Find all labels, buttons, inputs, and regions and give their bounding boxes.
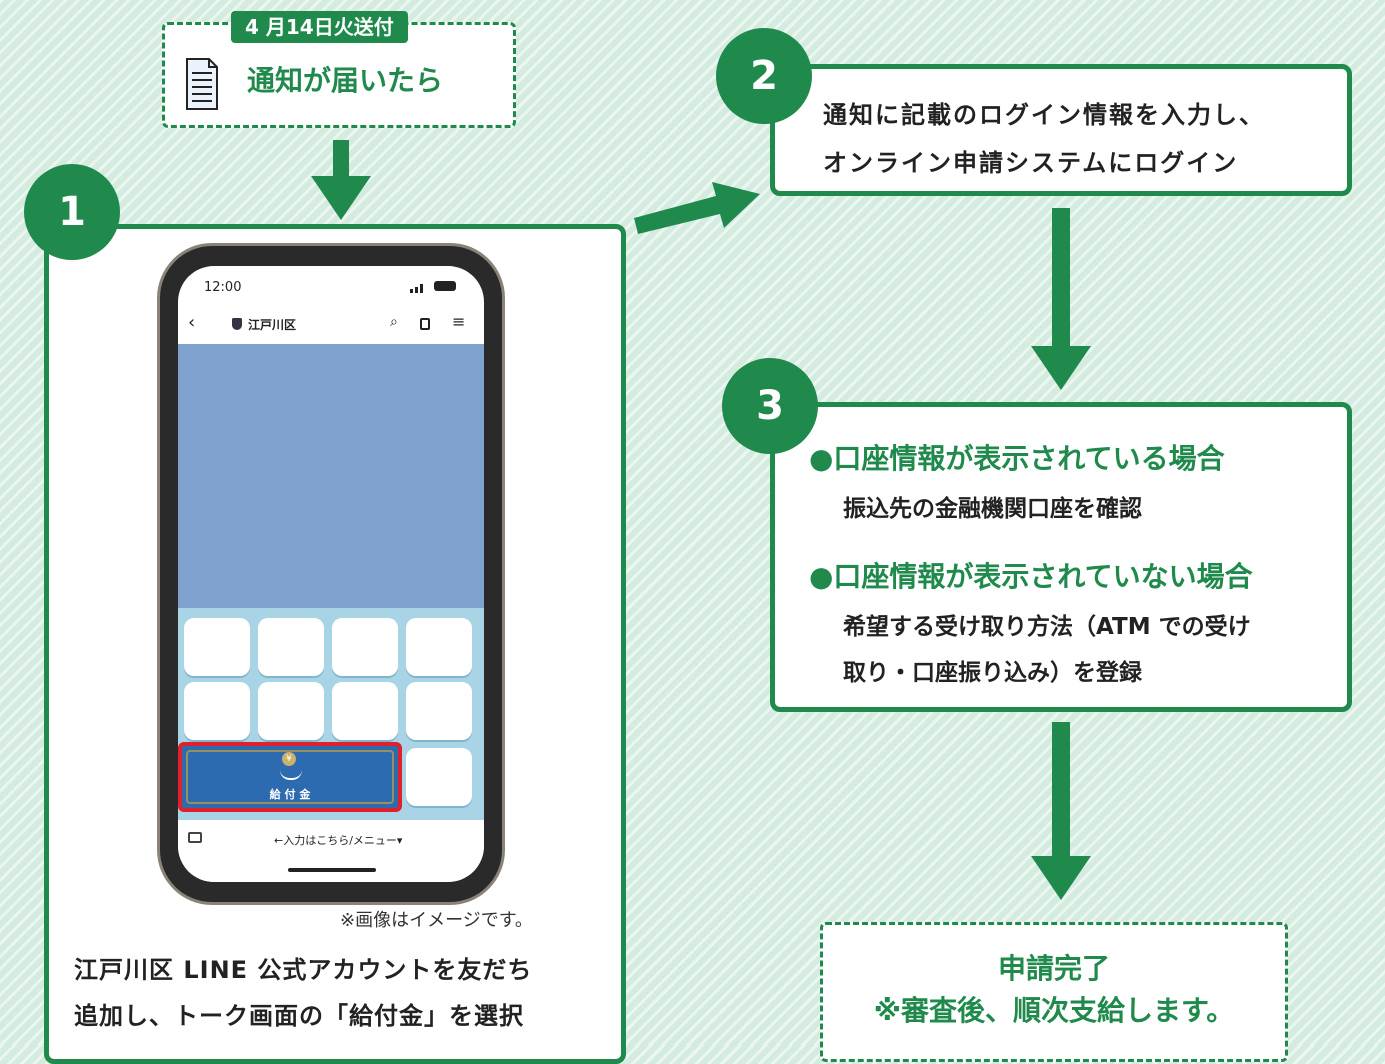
phone-screen: 12:00 ‹ 江戸川区 ⌕ ≡ ¥	[178, 266, 484, 882]
completion-box: 申請完了 ※審査後、順次支給します。	[820, 922, 1288, 1062]
chat-header: ‹ 江戸川区 ⌕ ≡	[178, 306, 484, 344]
back-chevron-icon[interactable]: ‹	[188, 312, 196, 333]
menu-tile[interactable]	[332, 682, 398, 740]
step3-box: ●口座情報が表示されている場合 振込先の金融機関口座を確認 ●口座情報が表示され…	[770, 402, 1352, 712]
notice-box: 4 月14日火送付 通知が届いたら	[162, 11, 516, 128]
benefit-button[interactable]: ¥ 給 付 金	[178, 742, 402, 812]
menu-tile[interactable]	[406, 748, 472, 806]
step2-number: 2	[716, 28, 812, 124]
step1-number: 1	[24, 164, 120, 260]
menu-tile[interactable]	[406, 618, 472, 676]
case2-title: ●口座情報が表示されていない場合	[809, 560, 1253, 593]
search-icon[interactable]: ⌕	[390, 314, 398, 330]
status-bar: 12:00	[178, 266, 484, 306]
shield-icon	[232, 318, 242, 330]
arrow-to-step2	[632, 180, 764, 240]
account-name: 江戸川区	[248, 318, 297, 332]
benefit-label: 給 付 金	[269, 788, 311, 801]
step1-text-line2: 追加し、トーク画面の「給付金」を選択	[74, 1002, 524, 1030]
arrow-down-3	[1052, 722, 1070, 858]
battery-icon	[434, 281, 456, 291]
chat-area	[178, 344, 484, 608]
list-icon[interactable]	[420, 318, 430, 330]
case2-body-line2: 取り・口座振り込み）を登録	[843, 660, 1142, 686]
signal-icon	[410, 282, 426, 297]
menu-tile[interactable]	[406, 682, 472, 740]
date-tag: 4 月14日火送付	[231, 11, 408, 43]
arrow-head-3	[1031, 856, 1091, 900]
status-time: 12:00	[204, 280, 242, 295]
completion-line2: ※審査後、順次支給します。	[873, 994, 1235, 1027]
input-bar: ←入力はこちら/メニュー▾	[178, 820, 484, 882]
notice-label: 通知が届いたら	[247, 64, 444, 97]
menu-icon[interactable]: ≡	[452, 312, 466, 331]
rich-menu: ¥ 給 付 金	[178, 608, 484, 820]
hand-icon	[280, 768, 302, 780]
arrow-down-2	[1052, 208, 1070, 348]
input-hint[interactable]: ←入力はこちら/メニュー▾	[274, 834, 403, 847]
phone-mockup: 12:00 ‹ 江戸川区 ⌕ ≡ ¥	[160, 246, 502, 902]
arrow-head-1	[311, 176, 371, 220]
step2-text-line2: オンライン申請システムにログイン	[823, 149, 1239, 177]
keyboard-icon[interactable]	[188, 832, 202, 843]
menu-tile[interactable]	[184, 618, 250, 676]
completion-line1: 申請完了	[997, 952, 1110, 985]
menu-tile[interactable]	[332, 618, 398, 676]
yen-coin-icon: ¥	[282, 752, 296, 766]
arrow-head-2	[1031, 346, 1091, 390]
home-indicator	[288, 868, 376, 872]
case1-body: 振込先の金融機関口座を確認	[843, 496, 1142, 522]
step1-text-line1: 江戸川区 LINE 公式アカウントを友だち	[74, 956, 533, 984]
step2-box: 通知に記載のログイン情報を入力し、 オンライン申請システムにログイン	[770, 64, 1352, 196]
document-icon	[185, 57, 219, 111]
step3-number: 3	[722, 358, 818, 454]
case1-title: ●口座情報が表示されている場合	[809, 442, 1225, 475]
menu-tile[interactable]	[258, 682, 324, 740]
case2-body-line1: 希望する受け取り方法（ATM での受け	[843, 614, 1251, 640]
menu-tile[interactable]	[184, 682, 250, 740]
menu-tile[interactable]	[258, 618, 324, 676]
image-note: ※画像はイメージです。	[340, 910, 533, 931]
step2-text-line1: 通知に記載のログイン情報を入力し、	[823, 101, 1265, 129]
arrow-down-1	[333, 140, 349, 180]
